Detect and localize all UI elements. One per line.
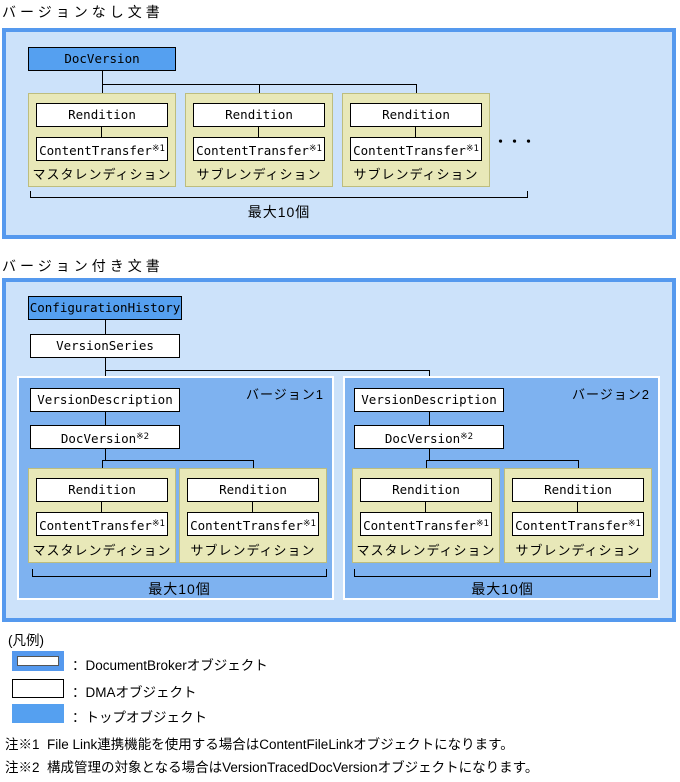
version-description-box: VersionDescription [354,388,504,412]
rendition-group: Rendition ContentTransfer※1 サブレンディション [179,468,327,563]
rendition-group: Rendition ContentTransfer※1 サブレンディション [342,93,490,187]
legend-item-label: ：DocumentBrokerオブジェクト [72,658,268,673]
content-transfer-box: ContentTransfer※1 [360,512,492,536]
legend-item-label: ：トップオブジェクト [72,710,207,725]
legend-title: (凡例) [8,633,44,648]
note1-marker: ※1 [151,144,165,154]
note2-marker: ※2 [460,432,474,442]
max-count-label: 最大10個 [471,581,534,597]
bracket-line [32,576,327,577]
connector-line [252,502,253,512]
rendition-group: Rendition ContentTransfer※1 サブレンディション [185,93,333,187]
rendition-group: Rendition ContentTransfer※1 マスタレンディション [352,468,500,563]
rendition-group-label: サブレンディション [190,543,316,558]
bracket-line [354,576,651,577]
connector-line [429,449,430,460]
section1-title: バージョンなし文書 [2,4,164,20]
rendition-group: Rendition ContentTransfer※1 マスタレンディション [28,468,176,563]
configuration-history-box: ConfigurationHistory [28,296,182,320]
max-count-label: 最大10個 [247,204,311,220]
connector-line [426,460,579,461]
rendition-box: Rendition [193,103,325,127]
content-transfer-box: ContentTransfer※1 [512,512,644,536]
rendition-group-label: マスタレンディション [356,543,496,558]
bracket-line [30,191,31,198]
rendition-group-label: サブレンディション [515,543,641,558]
content-transfer-box: ContentTransfer※1 [350,137,482,161]
content-transfer-box: ContentTransfer※1 [36,512,168,536]
rendition-box: Rendition [36,478,168,502]
rendition-box: Rendition [36,103,168,127]
section2-title: バージョン付き文書 [2,258,164,274]
note2-marker: ※2 [136,432,150,442]
note1-marker: ※1 [475,519,489,529]
note1-marker: ※1 [465,144,479,154]
connector-line [429,412,430,425]
connector-line [258,127,259,137]
rendition-box: Rendition [187,478,319,502]
connector-line [101,127,102,137]
connector-line [102,71,103,84]
connector-line [101,502,102,512]
connector-line [415,127,416,137]
max-count-label: 最大10個 [148,581,211,597]
bracket-line [30,197,528,198]
connector-line [105,449,106,460]
more-groups-ellipsis: ・・・ [494,134,537,149]
note1-marker: ※1 [151,519,165,529]
version-series-box: VersionSeries [30,334,180,358]
doc-version-box: DocVersion [28,47,176,71]
version2-box: バージョン2 VersionDescription DocVersion※2 R… [343,376,660,600]
doc-version-box: DocVersion※2 [30,425,180,449]
rendition-group: Rendition ContentTransfer※1 サブレンディション [504,468,652,563]
note1-marker: ※1 [302,519,316,529]
bracket-line [32,569,33,577]
bracket-line [527,191,528,198]
bracket-line [326,569,327,577]
content-transfer-box: ContentTransfer※1 [193,137,325,161]
bracket-line [650,569,651,577]
legend-item-label: ：DMAオブジェクト [72,685,197,700]
connector-line [105,412,106,425]
documentbroker-object-swatch [12,651,64,671]
rendition-group-label: マスタレンディション [32,543,172,558]
rendition-group: Rendition ContentTransfer※1 マスタレンディション [28,93,176,187]
connector-line [105,320,106,334]
footnote-2: 注※2 構成管理の対象となる場合はVersionTracedDocVersion… [5,760,539,775]
dma-object-swatch [12,679,64,698]
note1-marker: ※1 [308,144,322,154]
version1-box: バージョン1 VersionDescription DocVersion※2 R… [17,376,334,600]
version1-label: バージョン1 [246,387,324,402]
note1-marker: ※1 [627,519,641,529]
footnote-1: 注※1 File Link連携機能を使用する場合はContentFileLink… [5,737,514,752]
rendition-box: Rendition [512,478,644,502]
rendition-box: Rendition [360,478,492,502]
version-description-box: VersionDescription [30,388,180,412]
connector-line [105,370,430,371]
rendition-group-label: サブレンディション [196,167,322,182]
rendition-box: Rendition [350,103,482,127]
rendition-group-label: サブレンディション [353,167,479,182]
connector-line [577,502,578,512]
content-transfer-box: ContentTransfer※1 [187,512,319,536]
connector-line [425,502,426,512]
top-object-swatch [12,704,64,723]
connector-line [102,460,254,461]
connector-line [105,358,106,370]
content-transfer-box: ContentTransfer※1 [36,137,168,161]
bracket-line [354,569,355,577]
rendition-group-label: マスタレンディション [32,167,172,182]
version2-label: バージョン2 [572,387,650,402]
doc-version-box: DocVersion※2 [354,425,504,449]
